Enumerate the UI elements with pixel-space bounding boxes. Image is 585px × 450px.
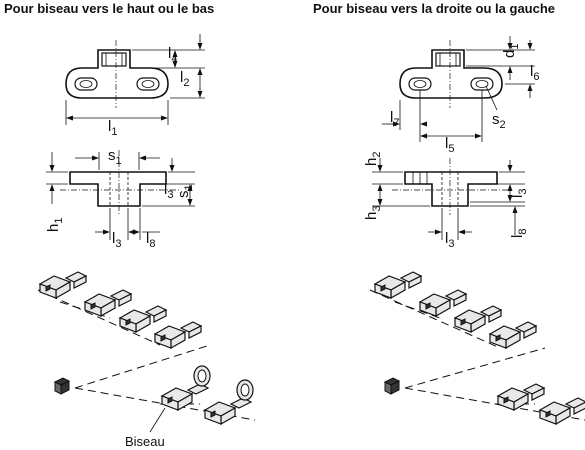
dim-l4: l4	[168, 45, 177, 65]
dim-d1: d1	[501, 44, 521, 58]
title-left: Pour biseau vers le haut ou le bas	[4, 1, 214, 16]
dim-l3-bottom: l3	[112, 230, 121, 250]
dim-h2: h2	[363, 152, 383, 166]
dim-l5: l5	[445, 135, 454, 155]
right-top-view	[382, 36, 535, 142]
dim-l8-right: l8	[509, 229, 529, 238]
title-right: Pour biseau vers la droite ou la gauche	[313, 1, 555, 16]
left-side-view	[46, 150, 195, 240]
dim-l8-left: l8	[146, 230, 155, 250]
dim-s1-side: s1	[175, 184, 195, 198]
dim-l3-right-side: l3	[509, 189, 529, 198]
dim-l7: l7	[390, 109, 399, 129]
dim-l3-right: l3	[164, 181, 173, 201]
right-assembly-illustration	[369, 271, 585, 425]
bevel-caption: Biseau	[125, 434, 165, 449]
right-side-view	[372, 158, 525, 240]
dim-h1: h1	[45, 218, 65, 232]
dim-l1: l1	[108, 118, 117, 138]
dim-s2: s2	[492, 111, 506, 131]
left-top-view	[65, 34, 205, 125]
dim-l2: l2	[180, 69, 189, 89]
dim-s1-top: s1	[108, 147, 122, 167]
dim-l6: l6	[530, 63, 539, 83]
left-assembly-illustration	[37, 271, 256, 433]
dim-h3: h3	[363, 206, 383, 220]
dim-l3-bottom-right: l3	[445, 230, 454, 250]
